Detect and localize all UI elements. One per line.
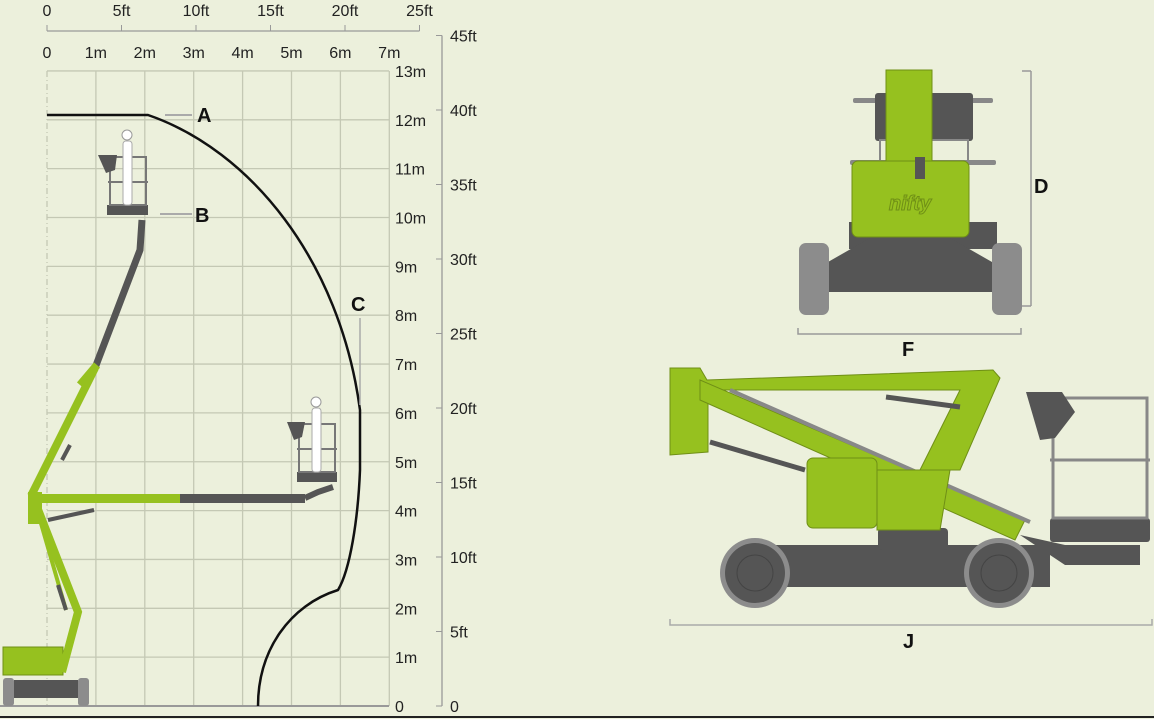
top-meter-label: 7m xyxy=(378,45,400,62)
label-b: B xyxy=(195,205,209,227)
right-meter-label: 7m xyxy=(395,357,417,374)
right-meter-label: 10m xyxy=(395,211,426,228)
right-meter-label: 13m xyxy=(395,64,426,81)
lift-front-view: nifty xyxy=(797,69,1032,335)
nifty-logo: nifty xyxy=(889,193,932,215)
right-feet-label: 30ft xyxy=(450,252,477,269)
top-meter-label: 1m xyxy=(85,45,107,62)
top-meter-label: 6m xyxy=(329,45,351,62)
right-meter-label: 3m xyxy=(395,552,417,569)
right-meter-label: 1m xyxy=(395,650,417,667)
top-feet-label: 5ft xyxy=(113,3,131,20)
top-meter-label: 4m xyxy=(231,45,253,62)
top-feet-label: 20ft xyxy=(332,3,359,20)
label-c: C xyxy=(351,294,365,316)
top-feet-label: 10ft xyxy=(183,3,210,20)
right-feet-label: 20ft xyxy=(450,401,477,418)
lift-chart-view xyxy=(2,129,337,706)
right-meter-label: 9m xyxy=(395,259,417,276)
top-meter-label: 2m xyxy=(134,45,156,62)
right-feet-label: 25ft xyxy=(450,327,477,344)
right-meter-label: 4m xyxy=(395,504,417,521)
right-feet-label: 40ft xyxy=(450,103,477,120)
right-feet-label: 35ft xyxy=(450,178,477,195)
right-feet-label: 5ft xyxy=(450,625,468,642)
scales: 0 5ft 10ft 15ft 20ft 25ft 0 1m 2m 3m 4m 5m 6m 7m 0 1m 2m… xyxy=(43,3,478,716)
top-feet-label: 0 xyxy=(43,3,52,20)
right-feet-label: 0 xyxy=(450,699,459,716)
working-envelope-curve xyxy=(47,113,362,707)
right-feet-label: 45ft xyxy=(450,29,477,46)
label-a: A xyxy=(197,105,211,127)
top-meter-label: 3m xyxy=(183,45,205,62)
right-feet-label: 10ft xyxy=(450,550,477,567)
right-meter-label: 8m xyxy=(395,308,417,325)
top-meter-label: 5m xyxy=(280,45,302,62)
label-j: J xyxy=(903,631,914,653)
lift-side-view xyxy=(669,367,1153,626)
top-feet-label: 25ft xyxy=(406,3,433,20)
right-meter-label: 12m xyxy=(395,113,426,130)
right-feet-label: 15ft xyxy=(450,476,477,493)
label-f: F xyxy=(902,339,914,361)
grid xyxy=(0,70,390,707)
top-meter-label: 0 xyxy=(43,45,52,62)
right-meter-label: 6m xyxy=(395,406,417,423)
right-meter-label: 2m xyxy=(395,601,417,618)
right-meter-label: 0 xyxy=(395,699,404,716)
top-feet-label: 15ft xyxy=(257,3,284,20)
right-meter-label: 11m xyxy=(395,162,425,179)
right-meter-label: 5m xyxy=(395,455,417,472)
label-d: D xyxy=(1034,176,1048,198)
